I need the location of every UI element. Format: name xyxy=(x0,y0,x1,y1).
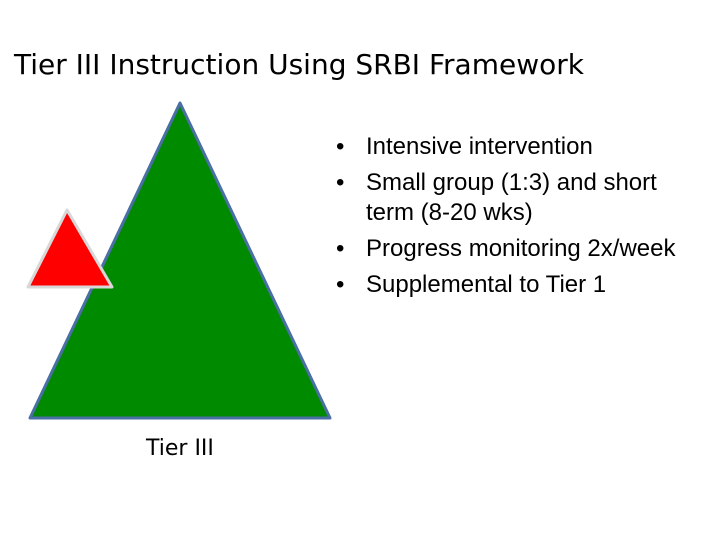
bullet-dot: • xyxy=(336,235,345,262)
bullet-text: Intensive intervention xyxy=(366,133,593,160)
bullet-item: • Small group (1:3) and short term (8-20… xyxy=(336,168,706,228)
bullet-list: • Intensive intervention • Small group (… xyxy=(336,132,706,306)
tier-label: Tier III xyxy=(146,436,214,461)
bullet-dot: • xyxy=(336,133,345,160)
bullet-item: • Supplemental to Tier 1 xyxy=(336,270,706,300)
bullet-dot: • xyxy=(336,169,345,196)
bullet-text: Progress monitoring 2x/week xyxy=(366,235,676,262)
bullet-dot: • xyxy=(336,271,345,298)
bullet-item: • Intensive intervention xyxy=(336,132,706,162)
tier-triangle xyxy=(28,101,332,420)
bullet-text: Small group (1:3) and short term (8-20 w… xyxy=(366,169,657,226)
slide-title: Tier III Instruction Using SRBI Framewor… xyxy=(14,48,584,81)
bullet-item: • Progress monitoring 2x/week xyxy=(336,234,706,264)
small-red-triangle xyxy=(26,208,114,289)
bullet-text: Supplemental to Tier 1 xyxy=(366,271,607,298)
